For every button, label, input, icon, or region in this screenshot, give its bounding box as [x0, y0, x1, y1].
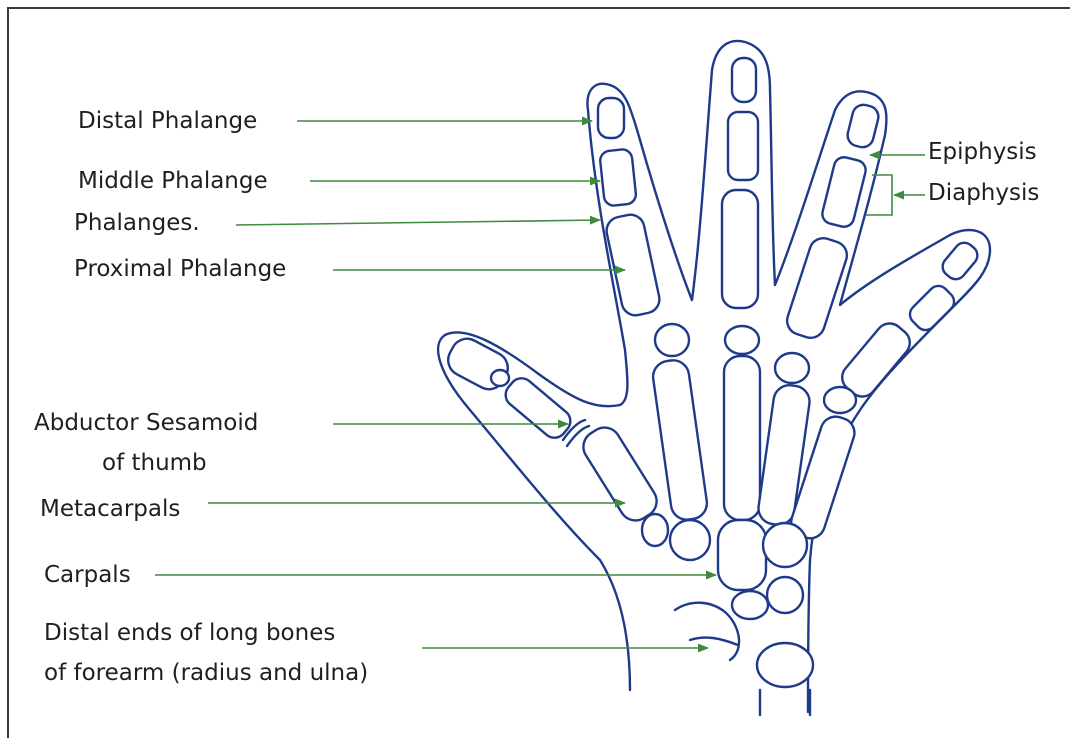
- index-distal-bone: [598, 98, 624, 138]
- index-metacarpal: [651, 358, 709, 521]
- carpal-bone: [732, 591, 768, 619]
- middle-proximal-bone: [722, 190, 758, 308]
- ulna-distal-end: [757, 643, 813, 687]
- thumb-metacarpal-base: [642, 514, 668, 546]
- middle-metacarpal: [724, 356, 760, 520]
- carpal-bone: [763, 523, 807, 567]
- middle-middle-bone: [728, 112, 758, 180]
- ring-middle-bone: [820, 155, 868, 229]
- label-abductor-sesamoid-line1: Abductor Sesamoid: [34, 408, 258, 438]
- carpal-bone: [718, 520, 766, 590]
- middle-mcp-joint: [725, 326, 759, 354]
- little-distal-bone: [939, 239, 982, 284]
- label-carpals: Carpals: [44, 560, 131, 590]
- radius-distal-end: [675, 603, 739, 660]
- ring-distal-bone: [845, 102, 880, 149]
- label-middle-phalange: Middle Phalange: [78, 166, 268, 196]
- little-middle-bone: [906, 282, 958, 334]
- index-mcp-joint: [655, 324, 689, 356]
- label-phalanges: Phalanges.: [74, 208, 200, 238]
- label-proximal-phalange: Proximal Phalange: [74, 254, 286, 284]
- thumb-epiphysis: [491, 370, 509, 386]
- label-distal-ends-line2: of forearm (radius and ulna): [44, 658, 368, 688]
- label-abductor-sesamoid-line2: of thumb: [102, 448, 207, 478]
- label-distal-ends-line1: Distal ends of long bones: [44, 618, 335, 648]
- little-mcp-joint: [824, 387, 856, 413]
- label-distal-phalange: Distal Phalange: [78, 106, 257, 136]
- middle-distal-bone: [732, 58, 756, 102]
- carpal-bone: [767, 577, 803, 613]
- label-metacarpals: Metacarpals: [40, 494, 180, 524]
- carpal-bone: [670, 520, 710, 560]
- thumb-metacarpal: [577, 422, 662, 527]
- index-proximal-bone: [604, 212, 662, 318]
- label-epiphysis: Epiphysis: [928, 137, 1037, 167]
- ring-proximal-bone: [783, 235, 850, 342]
- pointer-phalanges: [236, 220, 600, 225]
- hand-outline: [438, 41, 990, 712]
- label-diaphysis: Diaphysis: [928, 178, 1039, 208]
- index-middle-bone: [599, 148, 637, 206]
- thumb-proximal-bone: [501, 373, 575, 442]
- forearm-bone-shaft: [760, 690, 810, 715]
- ring-mcp-joint: [775, 353, 809, 383]
